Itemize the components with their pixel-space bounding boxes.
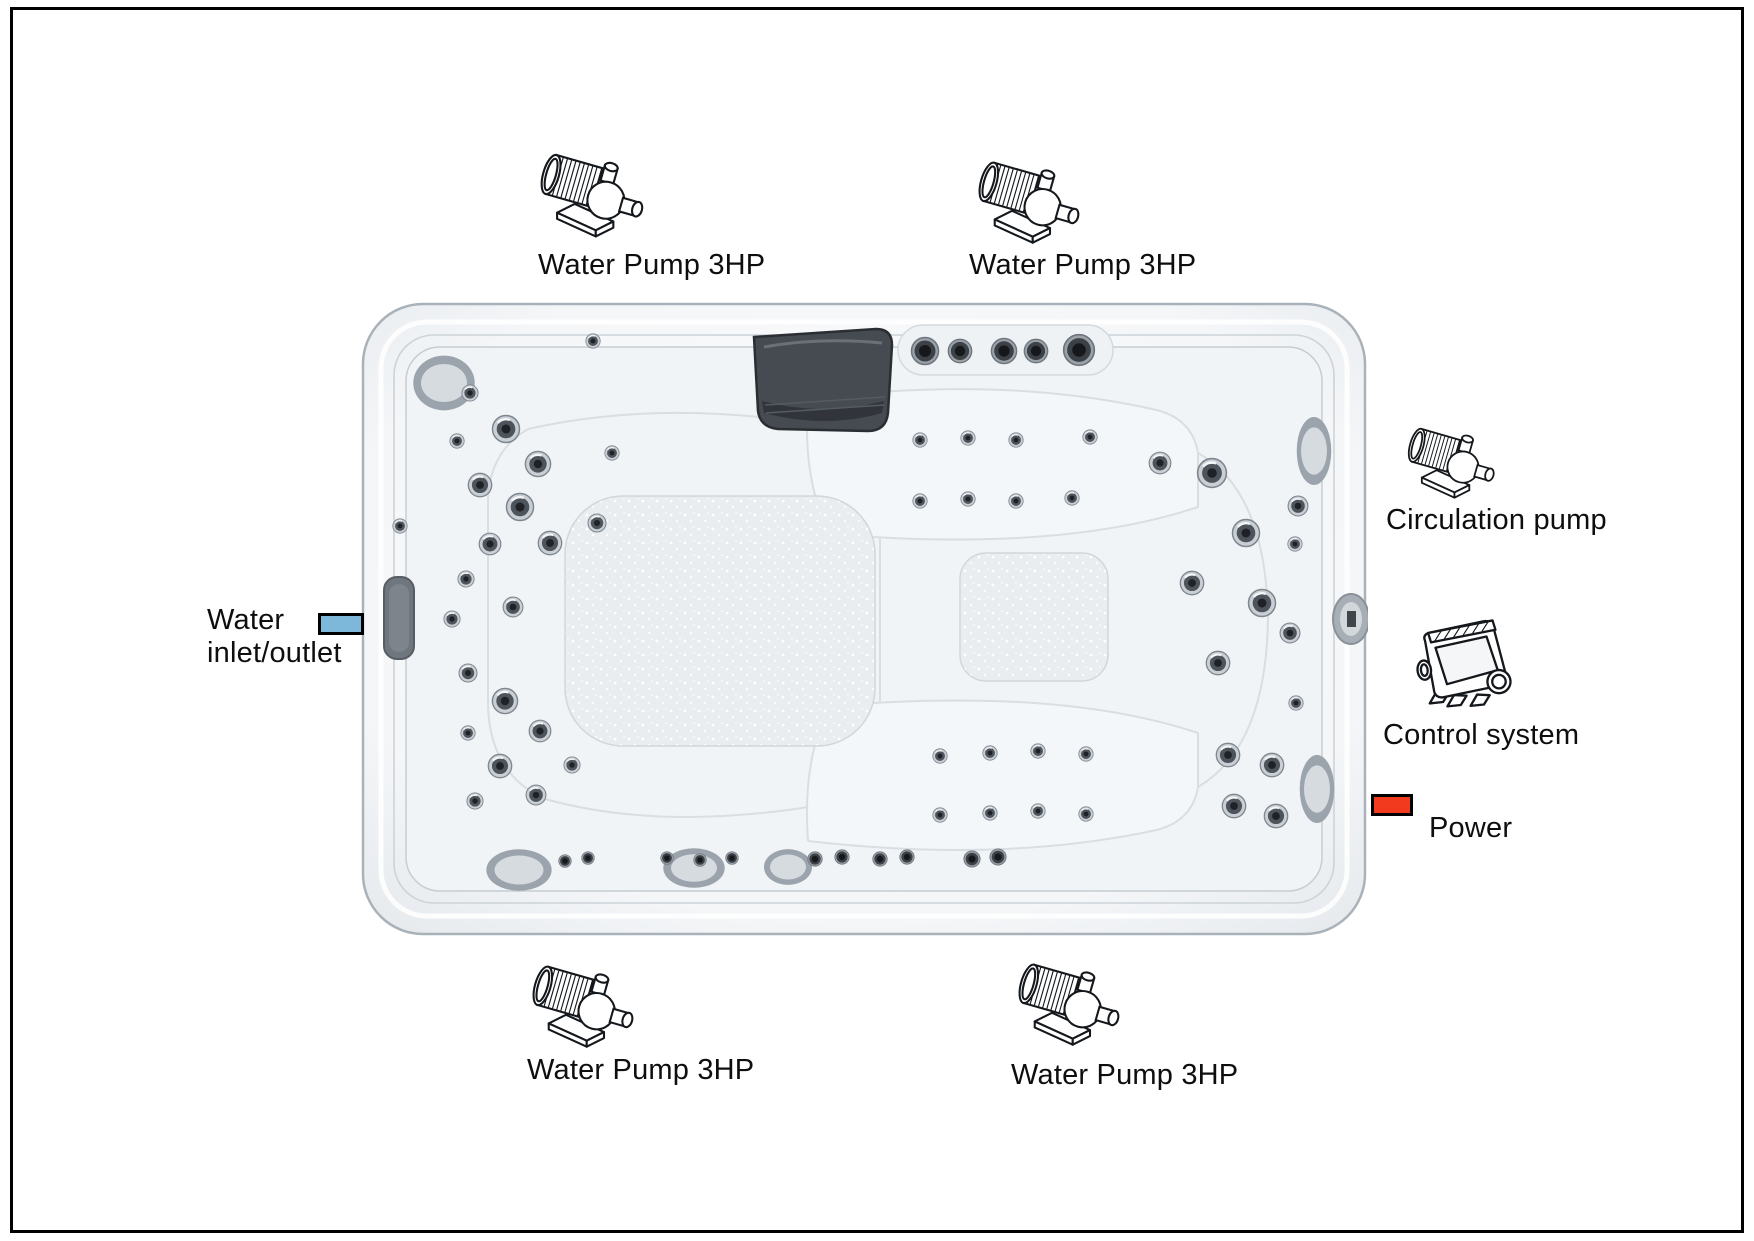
- water-pump-top-right-label: Water Pump 3HP: [969, 249, 1197, 281]
- water-inlet-outlet-label: Water inlet/outlet: [207, 604, 342, 670]
- edge-light: [486, 849, 552, 891]
- diagram-border: [10, 7, 1744, 1233]
- headrest-pillow: [752, 327, 894, 433]
- tub-center-bench: [959, 552, 1109, 682]
- power-marker: [1371, 794, 1413, 816]
- circulation-pump-label: Circulation pump: [1386, 504, 1607, 536]
- water-pump-icon: [1014, 960, 1128, 1050]
- water-pump-bottom-right-label: Water Pump 3HP: [1011, 1059, 1239, 1091]
- control-system-label: Control system: [1383, 719, 1580, 751]
- water-pump-icon: [536, 150, 652, 242]
- power-label: Power: [1429, 812, 1513, 844]
- water-inlet-outlet-label-line2: inlet/outlet: [207, 637, 342, 669]
- water-pump-icon: [528, 962, 642, 1052]
- water-inlet-outlet-label-line1: Water: [207, 604, 285, 636]
- water-pump-bottom-left-label: Water Pump 3HP: [527, 1054, 755, 1086]
- waterfall-slot: [383, 576, 415, 660]
- edge-light: [764, 849, 812, 885]
- drain-fitting: [443, 610, 461, 628]
- water-pump-icon: [974, 158, 1088, 248]
- control-system-icon: [1412, 612, 1518, 712]
- topside-control: [1332, 593, 1368, 645]
- hot-tub-top-view: [361, 302, 1368, 936]
- tub-footwell: [564, 495, 876, 747]
- corner-light: [413, 355, 475, 411]
- water-inlet-marker: [318, 613, 364, 635]
- edge-light: [663, 848, 725, 888]
- water-pump-top-left-label: Water Pump 3HP: [538, 249, 766, 281]
- corner-light: [1299, 755, 1335, 823]
- circulation-pump-icon: [1404, 425, 1502, 502]
- corner-light: [1296, 417, 1332, 485]
